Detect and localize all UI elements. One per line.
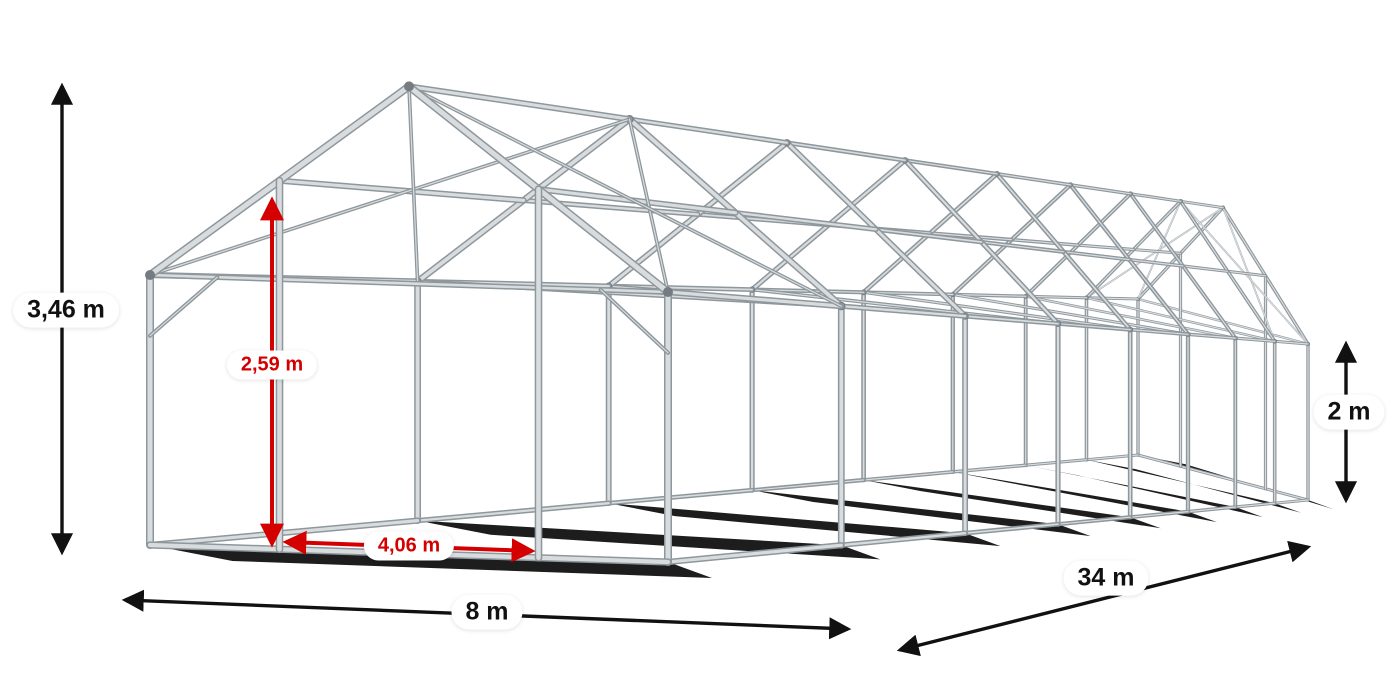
- label-entrance-height: 2,59 m: [226, 350, 318, 380]
- label-side-height: 2 m: [1313, 394, 1385, 430]
- label-length: 34 m: [1063, 560, 1149, 596]
- arrow-length: [896, 540, 1312, 657]
- tent-frame-tubes: [145, 81, 1334, 578]
- label-total-height: 3,46 m: [13, 292, 119, 328]
- label-entrance-width: 4,06 m: [363, 531, 455, 561]
- label-width: 8 m: [451, 594, 523, 630]
